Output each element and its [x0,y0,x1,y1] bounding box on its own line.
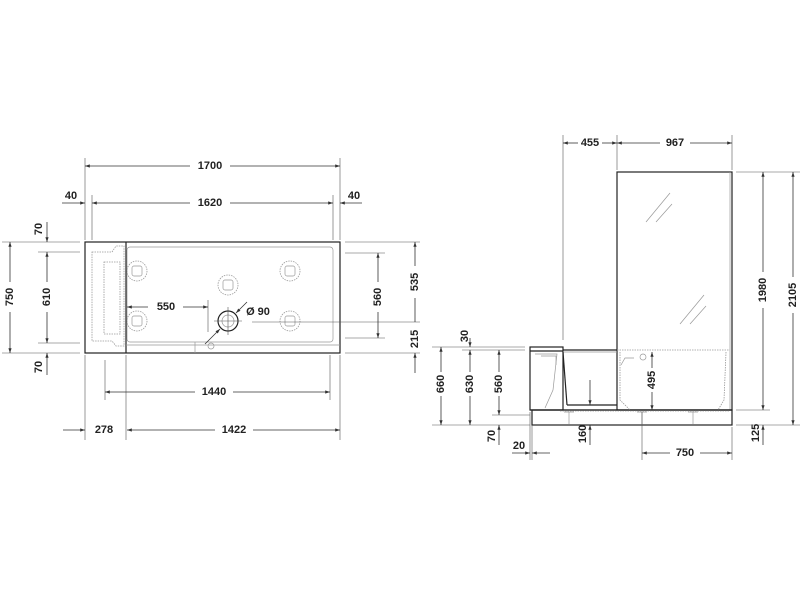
dim-2105: 2105 [787,283,799,307]
side-dimension-lines [432,135,800,460]
dim-278: 278 [95,424,113,436]
jet-icon [126,310,148,332]
dim-20: 20 [513,440,525,452]
dim-750: 750 [4,288,16,306]
dim-1980: 1980 [757,278,769,302]
dim-125: 125 [750,424,762,442]
feet [564,411,698,424]
dim-660: 660 [435,375,447,393]
dim-495: 495 [646,371,658,389]
dim-535: 535 [409,273,421,291]
jet-icon [279,310,301,332]
dim-1440: 1440 [202,386,226,398]
dim-1700: 1700 [198,160,222,172]
dim-1422: 1422 [222,424,246,436]
tub-outline [84,241,341,354]
dim-750-side: 750 [676,447,694,459]
dim-160: 160 [577,425,589,443]
dimension-lines [2,158,420,440]
drain-icon [204,301,248,350]
dim-70-top: 70 [33,223,45,235]
dim-560-side: 560 [493,375,505,393]
foot-icon [688,411,698,424]
dim-560: 560 [372,288,384,306]
top-view: 1700 1620 40 40 750 610 70 70 550 Ø 90 5… [2,158,421,440]
jets [126,260,301,332]
dim-70-bottom: 70 [33,361,45,373]
jet-icon [217,274,239,296]
dim-630: 630 [464,375,476,393]
dim-550: 550 [157,301,175,313]
dim-967: 967 [666,137,684,149]
glass-panel [616,171,733,411]
dimension-labels: 1700 1620 40 40 750 610 70 70 550 Ø 90 5… [4,160,421,436]
dim-215: 215 [409,330,421,348]
dim-455: 455 [581,137,599,149]
dim-70-plinth: 70 [486,430,498,442]
tub-side [529,346,733,426]
dim-diameter-90: Ø 90 [246,306,270,318]
side-view: 455 967 1980 2105 30 660 630 560 495 70 … [432,135,800,460]
foot-icon [564,411,574,424]
side-dimension-labels: 455 967 1980 2105 30 660 630 560 495 70 … [435,137,799,459]
dim-40-left: 40 [65,190,77,202]
dim-610: 610 [41,288,53,306]
dim-40-right: 40 [348,190,360,202]
dim-30: 30 [459,330,471,342]
jet-icon [279,260,301,282]
jet-icon [126,260,148,282]
dim-1620: 1620 [198,197,222,209]
